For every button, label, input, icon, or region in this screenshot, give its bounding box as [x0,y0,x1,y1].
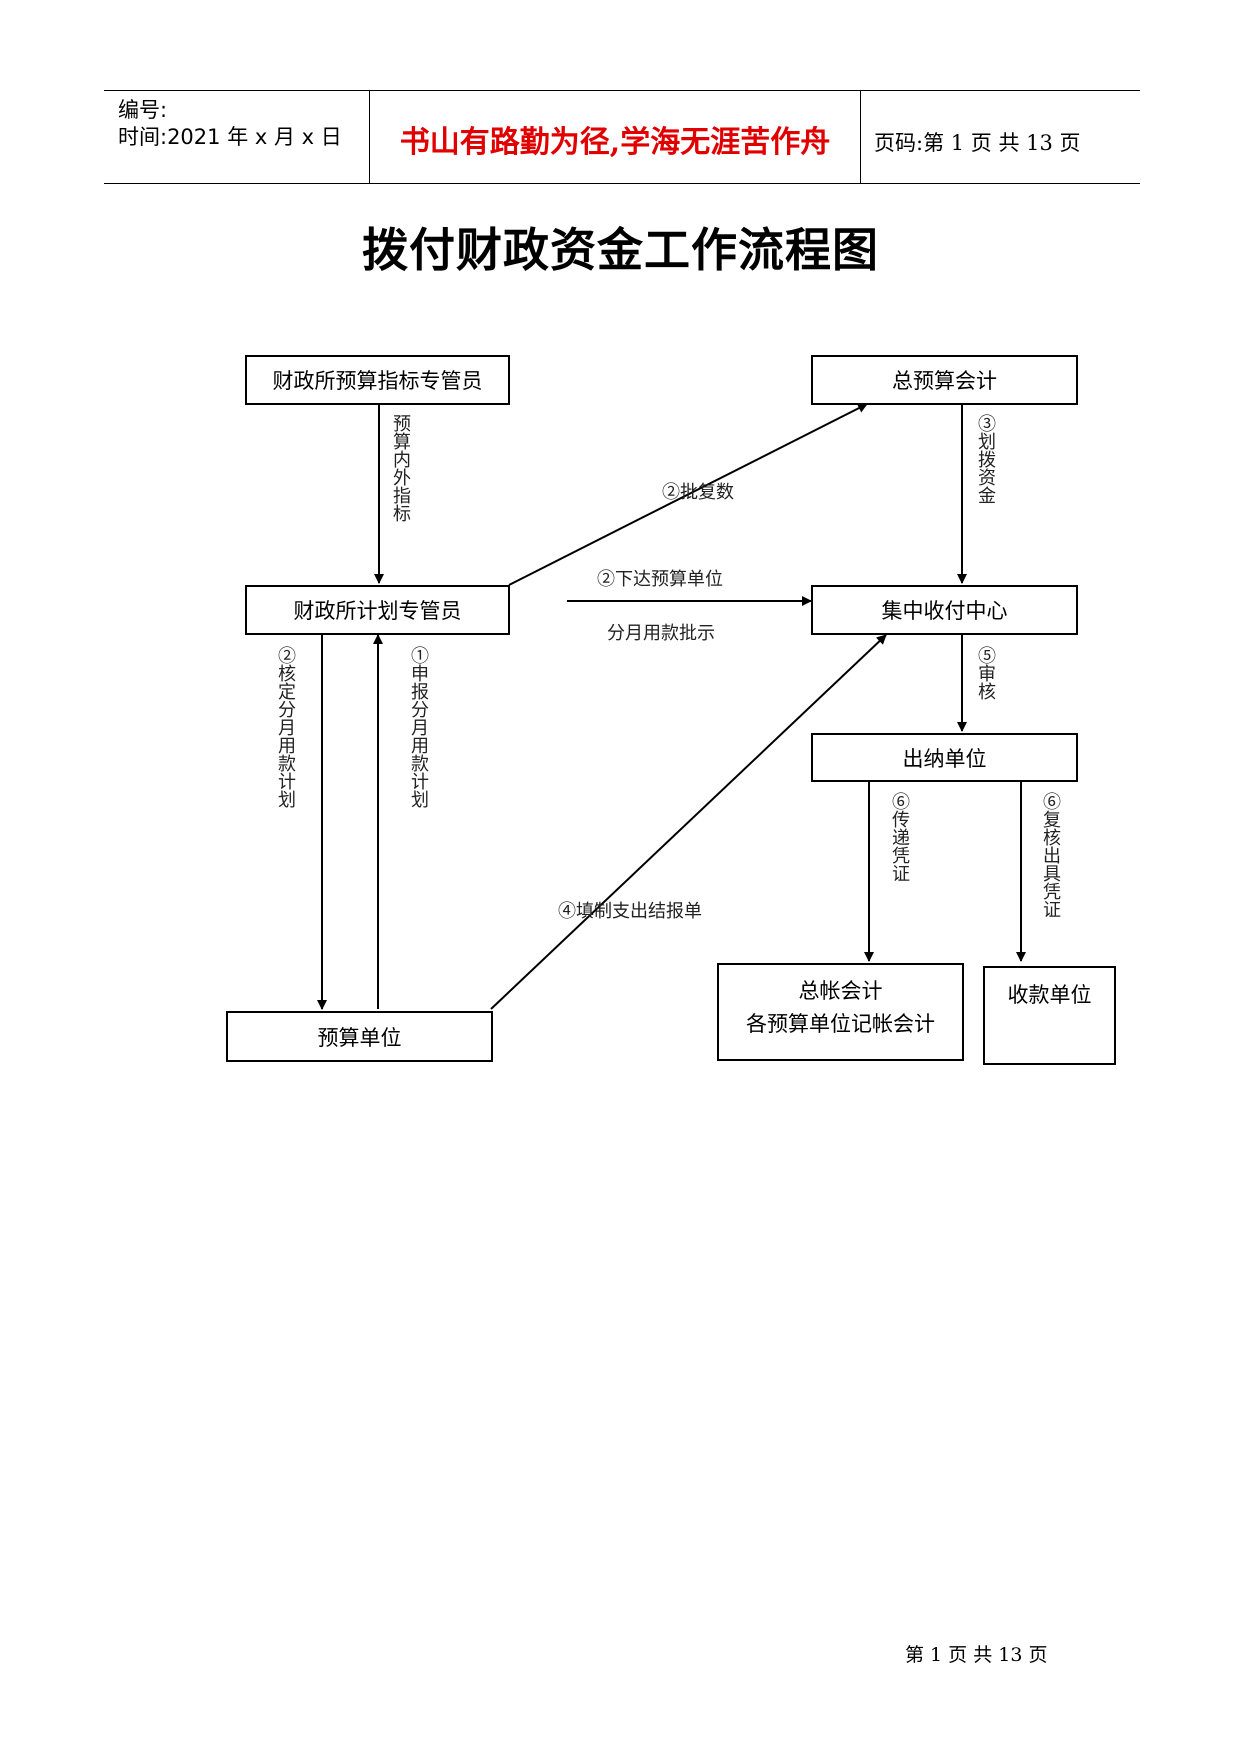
node-planning-officer: 财政所计划专管员 [245,585,510,635]
page-title: 拨付财政资金工作流程图 [362,223,879,277]
node-payee-unit: 收款单位 [983,966,1116,1065]
page-code-label: 页码:第 1 页 共 13 页 [874,131,1081,155]
node-label: 预算单位 [317,1025,402,1050]
node-budget-indicator-officer: 财政所预算指标专管员 [245,355,510,405]
header-bottom-rule [104,183,1140,184]
node-label: 财政所计划专管员 [293,599,462,623]
node-label: 出纳单位 [902,746,987,771]
node-label-line2: 各预算单位记帐会计 [746,1012,935,1036]
edge-label-pass-voucher: ⑥传递凭证 [889,792,910,882]
document-number-label: 编号: [118,98,168,122]
node-ledger-accountant: 总帐会计 各预算单位记帐会计 [717,963,964,1061]
node-label: 财政所预算指标专管员 [272,369,483,393]
edge-label-review-issue-voucher: ⑥复核出具凭证 [1040,792,1061,918]
node-budget-unit: 预算单位 [226,1011,493,1062]
arrow-budget-unit-to-center [490,634,887,1010]
edge-label-report-monthly-plan: ①申报分月用款计划 [408,646,429,808]
page-footer: 第 1 页 共 13 页 [905,1644,1048,1666]
node-payment-center: 集中收付中心 [811,585,1078,635]
edge-label-transfer-funds: ③划拨资金 [975,414,996,504]
edge-label-monthly-approval: 分月用款批示 [607,623,715,644]
node-label: 收款单位 [1007,983,1092,1007]
arrow-planning-to-chief [508,403,868,586]
node-label-line1: 总帐会计 [798,979,883,1003]
edge-label-approve-numbers: ②批复数 [662,482,734,503]
header-top-rule [104,90,1140,91]
document-time-label: 时间:2021 年 x 月 x 日 [118,125,342,149]
motto-text: 书山有路勤为径,学海无涯苦作舟 [399,125,831,160]
node-cashier-unit: 出纳单位 [811,733,1078,782]
edge-label-audit: ⑤审核 [975,646,996,700]
header-divider-left [369,90,370,183]
edge-label-budget-indicators: 预算内外指标 [390,414,411,522]
node-label: 集中收付中心 [881,599,1008,623]
node-label: 总预算会计 [892,369,997,393]
node-chief-budget-accountant: 总预算会计 [811,355,1078,405]
edge-label-fill-expense-report: ④填制支出结报单 [558,901,702,922]
header-divider-right [860,90,861,183]
edge-label-approve-monthly-plan: ②核定分月用款计划 [275,646,296,808]
edge-label-issue-to-units: ②下达预算单位 [597,569,723,590]
